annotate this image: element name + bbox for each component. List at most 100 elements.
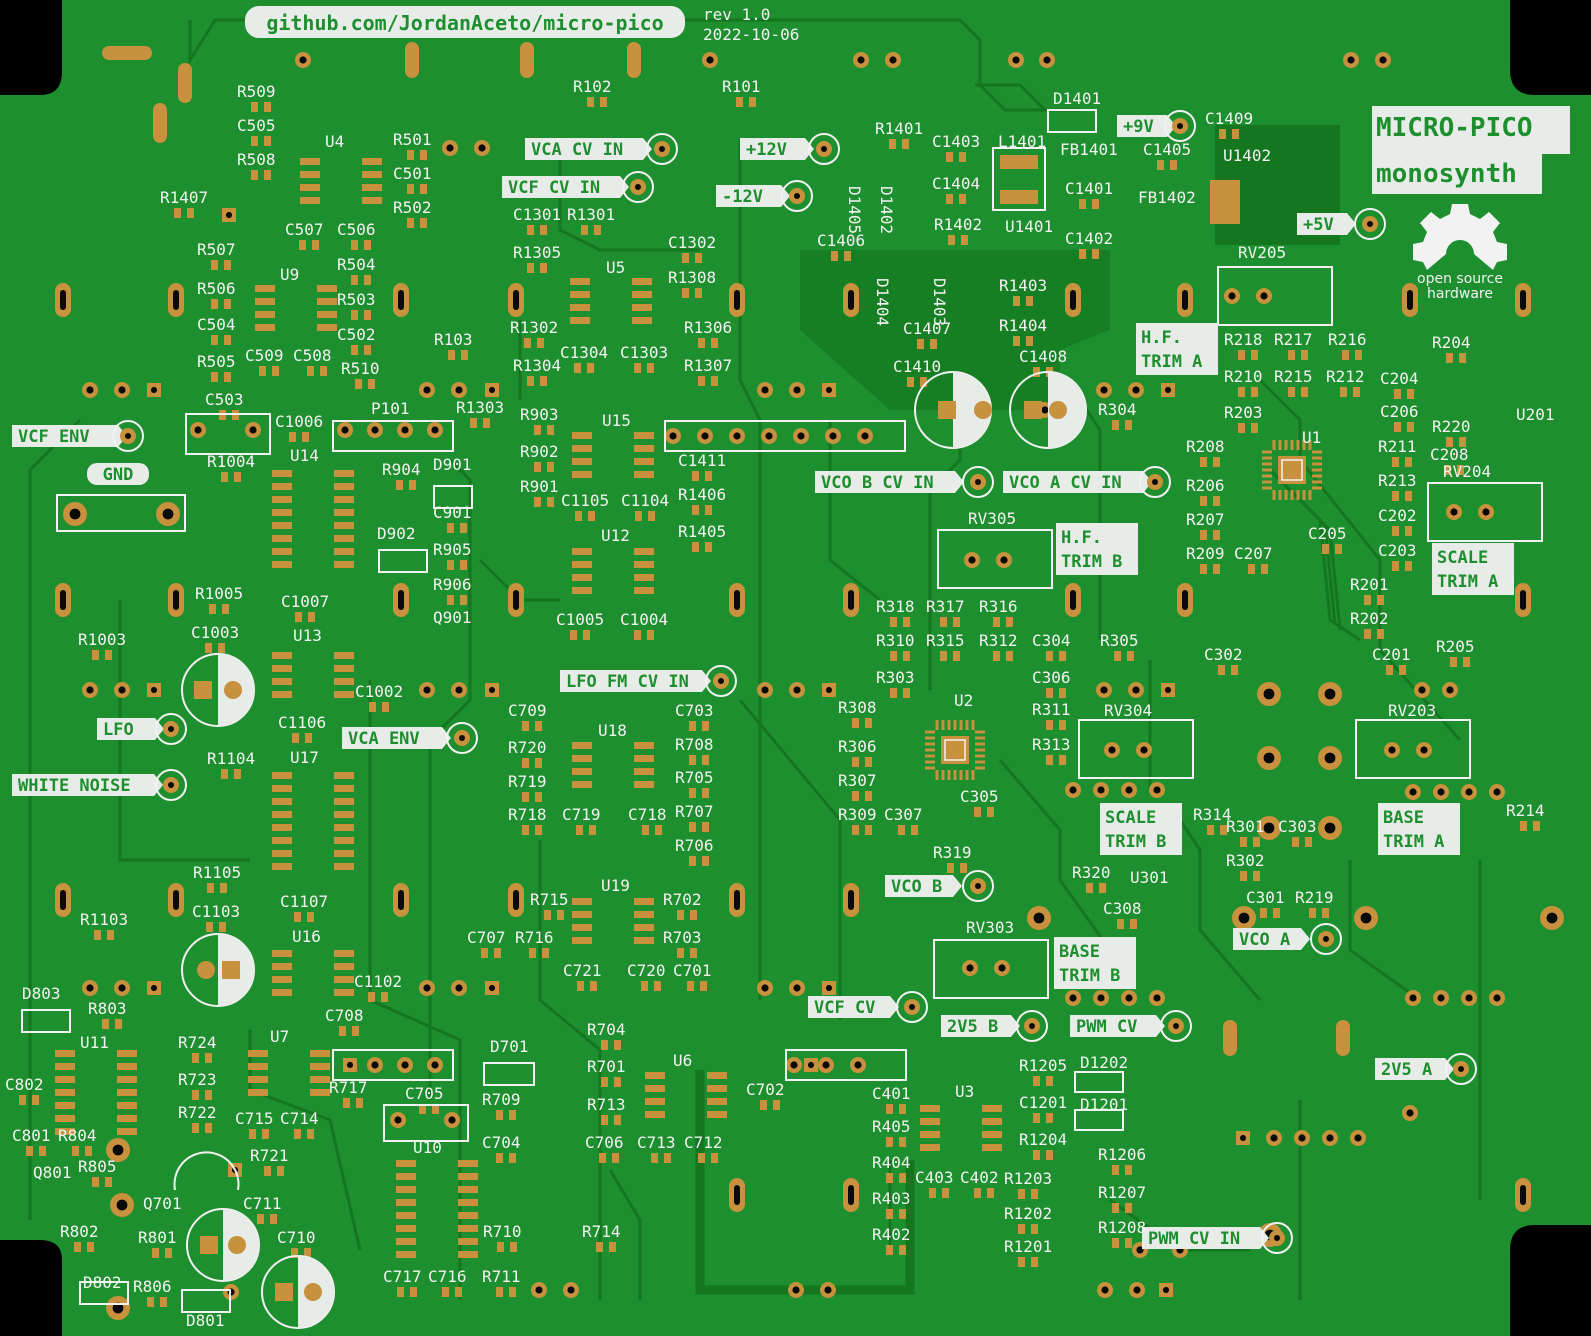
drill-slot xyxy=(734,290,740,310)
inductor-pad xyxy=(1000,155,1038,169)
ref-d1404: D1404 xyxy=(873,278,892,326)
drill-hole xyxy=(162,508,174,520)
drill-hole xyxy=(150,984,158,992)
ic-pin xyxy=(634,471,654,478)
ic-pin xyxy=(272,850,292,857)
vco-b-cv-in-label: VCO B CV IN xyxy=(815,466,994,498)
ref-r220: R220 xyxy=(1432,417,1471,436)
lfo-text: LFO xyxy=(103,720,134,740)
ref-r212: R212 xyxy=(1326,367,1365,386)
lfo-label: LFO xyxy=(97,713,187,745)
ic-pin xyxy=(255,324,275,331)
ref-d803: D803 xyxy=(22,984,61,1003)
ic-pin xyxy=(334,470,354,477)
drill-hole xyxy=(1069,786,1077,794)
ref-c1105: C1105 xyxy=(561,491,609,510)
drill-hole xyxy=(1406,1109,1414,1117)
drill-hole xyxy=(86,386,94,394)
drill-hole xyxy=(150,386,158,394)
drill-hole xyxy=(1132,686,1140,694)
drill-hole xyxy=(1100,386,1108,394)
ref-r501: R501 xyxy=(393,130,432,149)
gnd-label: GND xyxy=(87,463,149,485)
ic-pin xyxy=(55,1063,75,1070)
ref-rv203: RV203 xyxy=(1388,701,1436,720)
drill-hole xyxy=(1324,688,1336,700)
ref-p101: P101 xyxy=(371,399,410,418)
ref-c1201: C1201 xyxy=(1019,1093,1067,1112)
osh-text-line1: open source xyxy=(1417,271,1503,287)
drill-hole xyxy=(793,686,801,694)
ref-r805: R805 xyxy=(78,1157,117,1176)
p12v-label: +12V xyxy=(740,133,840,165)
drill-hole xyxy=(567,1286,575,1294)
ic-pin xyxy=(272,863,292,870)
ic-pin xyxy=(272,837,292,844)
ref-r503: R503 xyxy=(337,290,376,309)
ref-c715: C715 xyxy=(235,1109,274,1128)
drill-hole xyxy=(1125,994,1133,1002)
drill-slot xyxy=(848,290,854,310)
ref-r1305: R1305 xyxy=(513,243,561,262)
ref-u7: U7 xyxy=(270,1027,289,1046)
ref-r710: R710 xyxy=(483,1222,522,1241)
revision: rev 1.0 xyxy=(703,5,770,24)
ic-pin xyxy=(572,898,592,905)
base-trim-a-line2: TRIM A xyxy=(1383,832,1444,852)
ic-pin xyxy=(572,445,592,452)
ref-r723: R723 xyxy=(178,1070,217,1089)
ic-pin xyxy=(55,1089,75,1096)
base-trim-b-line2: TRIM B xyxy=(1059,966,1120,986)
ref-r206: R206 xyxy=(1186,476,1225,495)
drill-hole xyxy=(1101,1286,1109,1294)
drill-hole xyxy=(446,144,454,152)
ic-pin xyxy=(117,1115,137,1122)
ref-c712: C712 xyxy=(684,1133,723,1152)
ic-pin xyxy=(317,324,337,331)
ref-r1301: R1301 xyxy=(567,205,615,224)
ic-pin xyxy=(570,291,590,298)
ic-pin xyxy=(255,298,275,305)
ref-c401: C401 xyxy=(872,1084,911,1103)
ic-pin xyxy=(572,768,592,775)
pad xyxy=(520,42,534,78)
ic-pin xyxy=(272,561,292,568)
ref-r1405: R1405 xyxy=(678,522,726,541)
ref-r714: R714 xyxy=(582,1222,621,1241)
ref-r1403: R1403 xyxy=(999,276,1047,295)
qfn-chip xyxy=(925,720,985,780)
drill-slot xyxy=(60,590,66,610)
drill-hole xyxy=(1388,746,1396,754)
ref-r1306: R1306 xyxy=(684,318,732,337)
ic-pin xyxy=(334,989,354,996)
drill-slot xyxy=(513,890,519,910)
ref-r1202: R1202 xyxy=(1004,1204,1052,1223)
ic-pin xyxy=(272,509,292,516)
ref-r1205: R1205 xyxy=(1019,1056,1067,1075)
ref-c506: C506 xyxy=(337,220,376,239)
hf-trim-b-label: H.F.TRIM B xyxy=(1056,523,1138,575)
drill-hole xyxy=(1437,788,1445,796)
electrolytic-cap-c1003 xyxy=(181,653,255,727)
drill-hole xyxy=(1097,994,1105,1002)
ref-c718: C718 xyxy=(628,805,667,824)
drill-hole xyxy=(150,686,158,694)
ref-u10: U10 xyxy=(413,1138,442,1157)
ic-pin xyxy=(572,574,592,581)
ic-pin xyxy=(982,1144,1002,1151)
ref-c505: C505 xyxy=(237,116,276,135)
ref-c1406: C1406 xyxy=(817,231,865,250)
ref-r1404: R1404 xyxy=(999,316,1047,335)
ref-r314: R314 xyxy=(1193,805,1232,824)
drill-hole xyxy=(431,1061,439,1069)
ref-fb1402: FB1402 xyxy=(1138,188,1196,207)
ref-r210: R210 xyxy=(1224,367,1263,386)
ic-pin xyxy=(634,755,654,762)
ref-c1004: C1004 xyxy=(620,610,668,629)
pad xyxy=(178,63,192,103)
drill-hole xyxy=(1379,56,1387,64)
drill-hole xyxy=(1324,822,1336,834)
ref-r707: R707 xyxy=(675,802,714,821)
ref-d801: D801 xyxy=(186,1311,225,1330)
ic-pin xyxy=(634,937,654,944)
